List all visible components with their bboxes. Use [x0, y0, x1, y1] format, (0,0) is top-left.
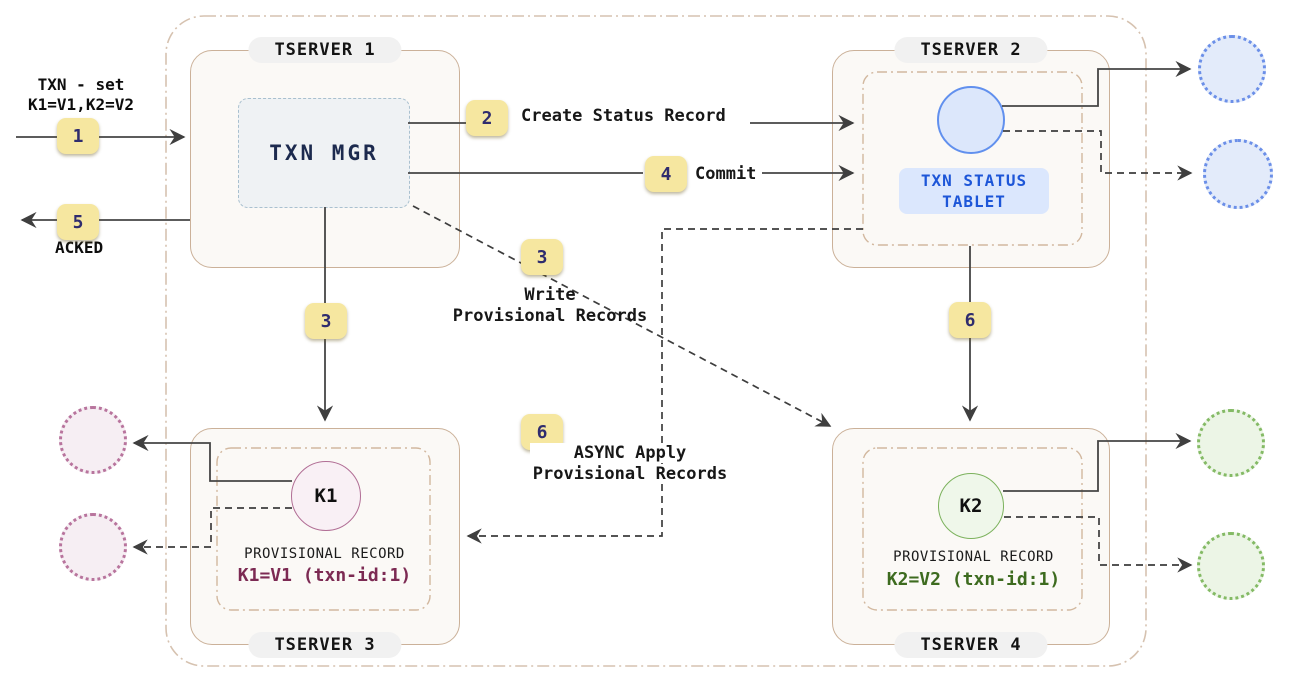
- step-badge-2: 2: [466, 100, 508, 136]
- k1-record-value: K1=V1 (txn-id:1): [237, 565, 412, 586]
- commit-label: Commit: [695, 164, 757, 184]
- tserver3-box: TSERVER 3 K1 PROVISIONAL RECORD K1=V1 (t…: [190, 428, 460, 658]
- replica-circle-pink-1: [59, 406, 127, 474]
- status-tablet-circle: [937, 86, 1005, 154]
- client-request-line1: TXN - set: [37, 75, 125, 94]
- tserver3-title: TSERVER 3: [248, 632, 402, 658]
- client-request-line2: K1=V1,K2=V2: [28, 95, 134, 114]
- k2-tablet-circle: K2: [938, 473, 1004, 539]
- step-badge-6-apply: 6: [949, 302, 991, 338]
- replica-circle-blue-1: [1198, 35, 1266, 103]
- step-badge-1: 1: [57, 118, 99, 154]
- step-badge-3-diagonal: 3: [521, 239, 563, 275]
- k2-record-value: K2=V2 (txn-id:1): [886, 569, 1061, 590]
- async-apply-label-line1: ASYNC Apply: [530, 443, 730, 463]
- step-badge-5: 5: [57, 204, 99, 240]
- async-apply-label-line2: Provisional Records: [530, 464, 730, 484]
- tserver1-box: TSERVER 1 TXN MGR: [190, 37, 460, 268]
- txn-status-tablet-line1: TXN STATUS: [920, 171, 1028, 190]
- replica-circle-green-1: [1197, 409, 1265, 477]
- write-provisional-label-line2: Provisional Records: [452, 306, 648, 326]
- replica-circle-pink-2: [59, 513, 127, 581]
- txn-status-tablet-line2: TABLET: [942, 192, 1006, 211]
- tserver4-box: TSERVER 4 K2 PROVISIONAL RECORD K2=V2 (t…: [832, 428, 1110, 658]
- k1-tablet-circle: K1: [291, 461, 361, 531]
- txn-status-tablet-label: TXN STATUS TABLET: [899, 168, 1049, 214]
- k2-record-title: PROVISIONAL RECORD: [893, 549, 1054, 565]
- txn-mgr-box: TXN MGR: [238, 98, 410, 208]
- replica-circle-blue-2: [1203, 139, 1273, 209]
- tserver2-title: TSERVER 2: [894, 37, 1048, 63]
- tserver4-title: TSERVER 4: [894, 632, 1048, 658]
- k1-record-title: PROVISIONAL RECORD: [244, 546, 405, 562]
- acked-label: ACKED: [55, 238, 104, 257]
- create-status-record-label: Create Status Record: [521, 106, 726, 126]
- step-badge-4: 4: [645, 156, 687, 192]
- step-badge-3-vertical: 3: [305, 303, 347, 339]
- tserver1-title: TSERVER 1: [248, 37, 402, 63]
- replica-circle-green-2: [1197, 532, 1265, 600]
- tserver2-box: TSERVER 2 TXN STATUS TABLET: [832, 37, 1110, 268]
- write-provisional-label-line1: Write: [524, 285, 576, 305]
